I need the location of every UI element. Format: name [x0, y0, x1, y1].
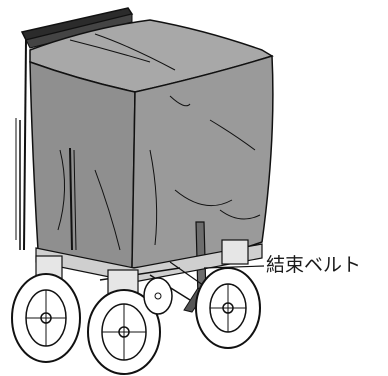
wheel-front-left: [11, 273, 81, 363]
wheel-rear-left: [143, 277, 173, 315]
callout-label-binding-belt: 結束ベルト: [266, 254, 362, 276]
callout-leader-line: [203, 265, 265, 269]
wheel-rear-right: [195, 267, 261, 349]
wagon-cover: [29, 19, 274, 269]
wheel-front-right: [87, 289, 161, 375]
rear-frame: [15, 7, 134, 251]
